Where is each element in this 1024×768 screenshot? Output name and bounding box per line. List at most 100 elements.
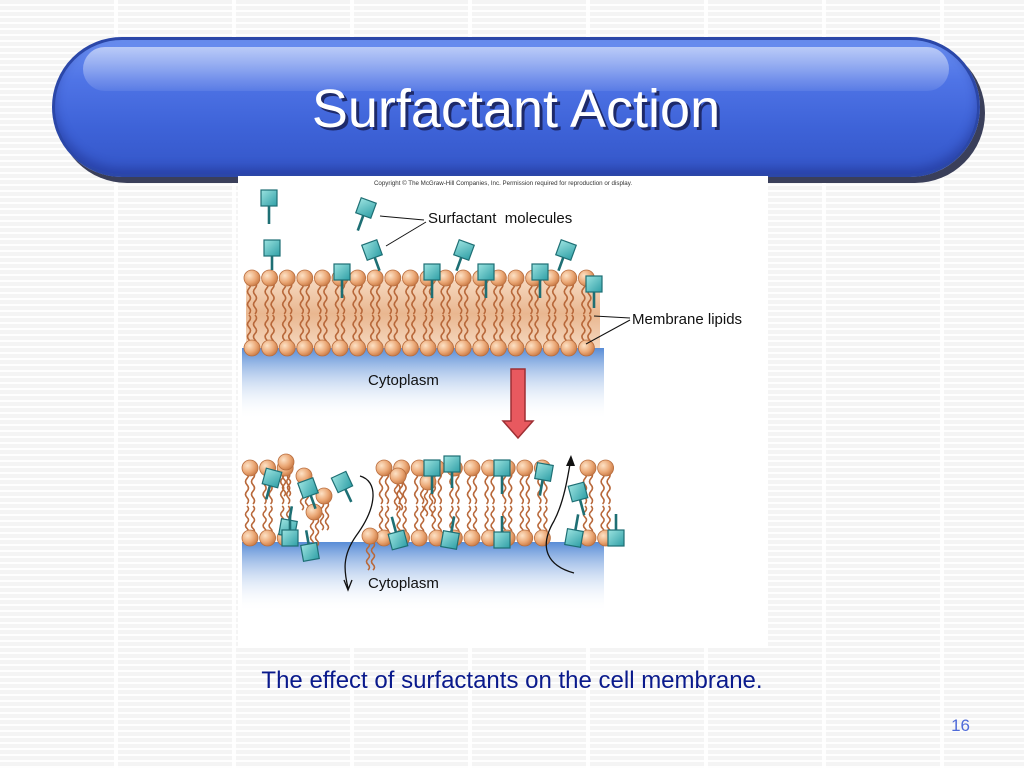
- lipid-tail: [378, 471, 384, 505]
- lipid-tail: [352, 281, 357, 315]
- lipid-tail: [463, 281, 469, 315]
- lipid-tail: [340, 314, 346, 347]
- lipid-tail: [411, 314, 416, 347]
- flow-arrow-out: [344, 475, 374, 589]
- lipid-tail: [398, 481, 404, 511]
- lipid-head: [243, 339, 261, 357]
- lipid-tail: [270, 314, 275, 347]
- lipid-tail: [519, 505, 525, 535]
- lipid-tail: [334, 281, 340, 315]
- surfactant-head: [443, 455, 461, 473]
- lipid-tail: [387, 281, 393, 315]
- lipid-tail: [588, 505, 594, 535]
- lipid-head: [361, 527, 379, 545]
- surfactant-molecule: [330, 470, 354, 503]
- lipid-tail: [534, 314, 539, 347]
- surfactant-head: [554, 238, 578, 262]
- lipid-head: [579, 459, 597, 477]
- lipid-tail: [393, 281, 399, 315]
- lipid-head: [454, 269, 472, 287]
- lipid-tail: [475, 281, 481, 315]
- lipid-tail: [375, 281, 381, 315]
- lipid-tail: [490, 471, 495, 505]
- surfactant-molecule: [531, 263, 549, 298]
- lipid-tail: [501, 505, 507, 535]
- lipid-tail: [563, 281, 569, 315]
- surfactant-head: [261, 467, 283, 489]
- lipid-tail: [423, 487, 429, 517]
- lipid-tail: [378, 505, 384, 535]
- lipid-tail: [581, 281, 586, 315]
- lipid-tail: [246, 281, 252, 315]
- surfactant-head: [423, 459, 441, 477]
- lipid-head: [331, 339, 349, 357]
- lipid-tail: [270, 281, 275, 315]
- surfactant-molecule: [452, 238, 476, 272]
- lipid-head: [314, 269, 331, 287]
- cytoplasm-label-bottom: Cytoplasm: [368, 575, 439, 592]
- lipid-tail: [314, 517, 320, 547]
- label-pointers: [379, 215, 631, 345]
- surfactant-molecule: [296, 476, 320, 510]
- surfactant-molecule: [493, 516, 511, 549]
- surfactant-head: [281, 529, 299, 547]
- surfactant-head: [585, 275, 603, 293]
- membrane-lipids-label: Membrane lipids: [632, 311, 742, 328]
- surfactant-head: [564, 528, 584, 548]
- lipid-tail: [405, 281, 410, 315]
- lipid-tail: [537, 505, 542, 535]
- lipid-head: [472, 339, 490, 357]
- lipid-tail: [437, 505, 443, 535]
- lipid-tail: [543, 505, 548, 535]
- lipid-head: [243, 269, 261, 287]
- lipid-tail: [582, 505, 588, 535]
- lipid-tail: [299, 281, 305, 315]
- lipid-tail: [323, 314, 328, 347]
- surfactant-molecule: [333, 263, 351, 298]
- lipid-tail: [428, 314, 434, 347]
- lipid-tail: [413, 505, 419, 535]
- lipid-tail: [252, 281, 258, 315]
- surfactant-head: [452, 238, 476, 262]
- lipid-tail: [422, 281, 428, 315]
- lipid-tail: [365, 541, 371, 571]
- surfactant-head: [263, 239, 281, 257]
- cytoplasm-label-top: Cytoplasm: [368, 372, 439, 389]
- lipid-tail: [244, 505, 250, 535]
- lipid-tail: [545, 281, 551, 315]
- surfactant-molecule: [564, 514, 584, 548]
- lipid-head: [560, 269, 578, 287]
- lipid-tail: [569, 281, 575, 315]
- lipid-tail: [507, 471, 513, 505]
- lipid-tail: [446, 314, 451, 347]
- lipid-head: [261, 269, 279, 287]
- lipid-tail: [413, 471, 419, 505]
- surfactant-molecule: [360, 238, 384, 272]
- lipid-head: [577, 339, 595, 357]
- lipid-tail: [481, 314, 487, 347]
- lipid-tail: [525, 505, 531, 535]
- lipid-tails-bottom: [244, 467, 611, 571]
- lipid-tail: [437, 471, 443, 505]
- surfactant-head: [493, 531, 511, 549]
- lipid-tail: [262, 505, 267, 535]
- lipid-tails-top: [246, 281, 592, 347]
- lipid-tail: [490, 505, 495, 535]
- lipid-head: [315, 487, 333, 505]
- lipid-head: [296, 269, 314, 287]
- lipid-tail: [510, 281, 516, 315]
- lipid-tail: [369, 281, 375, 315]
- lipid-tail: [287, 314, 293, 347]
- surfactant-head: [607, 529, 625, 547]
- surfactant-head: [296, 476, 320, 500]
- lipid-tail: [305, 314, 311, 347]
- page-number: 16: [951, 716, 970, 735]
- surfactant-head: [567, 481, 589, 503]
- lipid-head: [419, 339, 437, 357]
- surfactant-head: [477, 263, 495, 281]
- lipid-tail: [484, 505, 489, 535]
- lipid-head: [366, 339, 384, 357]
- membrane-diagram: Copyright © The McGraw-Hill Companies, I…: [241, 180, 742, 612]
- lipid-tail: [455, 505, 460, 535]
- lipid-tail: [499, 281, 504, 315]
